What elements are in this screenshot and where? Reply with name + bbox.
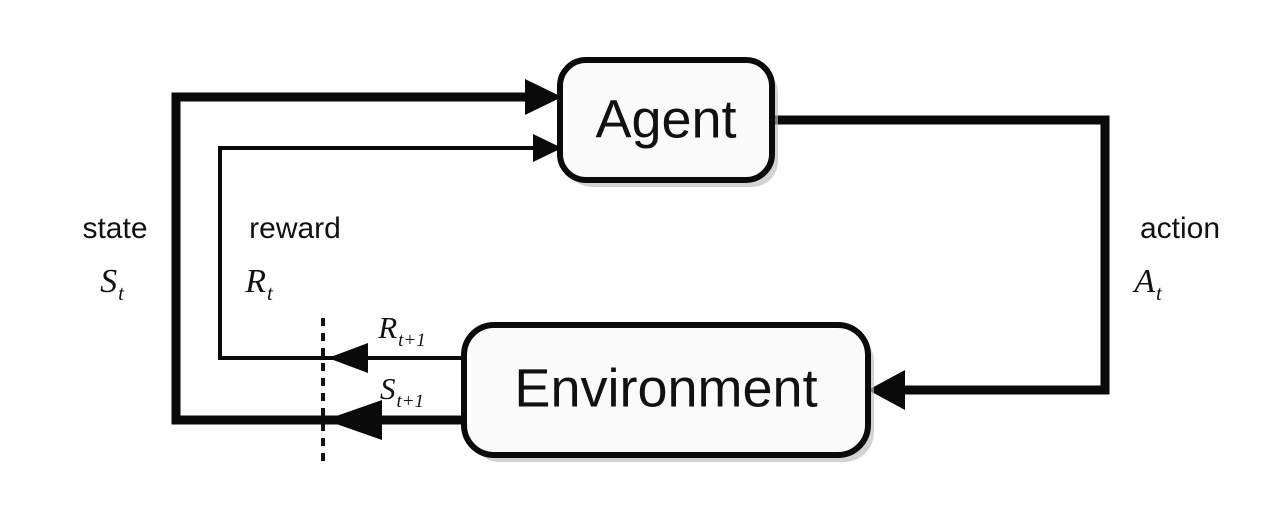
agent-node[interactable]: Agent: [557, 57, 778, 187]
state-label-group: state St: [82, 212, 147, 305]
agent-node-label: Agent: [595, 89, 736, 149]
reward-next-arrowhead: [328, 343, 368, 373]
action-label-group: action At: [1132, 212, 1220, 305]
state-next-label-group: St+1: [380, 371, 424, 412]
reward-symbol-subscript: t: [267, 281, 274, 305]
reward-symbol-label: Rt: [244, 263, 274, 305]
state-symbol-base: S: [100, 263, 117, 300]
reward-next-symbol-base: R: [377, 310, 397, 345]
reward-symbol-base: R: [244, 263, 266, 300]
state-arrowhead-into-agent: [525, 79, 562, 115]
state-next-symbol-subscript: t+1: [396, 391, 424, 412]
reward-next-symbol-label: Rt+1: [377, 310, 426, 351]
environment-node-label: Environment: [514, 358, 817, 418]
action-symbol-subscript: t: [1156, 281, 1163, 305]
state-symbol-subscript: t: [118, 281, 125, 305]
reward-label-group: reward Rt: [244, 212, 341, 305]
reward-next-arrowhead-group: [328, 343, 368, 373]
reward-word-label: reward: [249, 212, 341, 245]
reward-next-label-group: Rt+1: [377, 310, 426, 351]
state-next-arrowhead-group: [325, 400, 382, 440]
action-symbol-label: At: [1132, 263, 1163, 305]
reward-next-symbol-subscript: t+1: [398, 330, 426, 351]
environment-node-box[interactable]: [461, 322, 871, 458]
reward-arrowhead-into-agent: [533, 134, 562, 162]
action-edge-line: [772, 115, 1110, 395]
state-next-arrowhead: [325, 400, 382, 440]
state-edge-path: [171, 79, 562, 425]
state-next-symbol-base: S: [380, 371, 396, 406]
action-symbol-base: A: [1132, 263, 1155, 300]
action-arrowhead-into-environment: [868, 370, 905, 410]
action-word-label: action: [1140, 212, 1220, 245]
action-edge-path: [772, 115, 1110, 410]
environment-node[interactable]: Environment: [461, 322, 874, 462]
agent-node-box[interactable]: [557, 57, 775, 183]
state-next-symbol-label: St+1: [380, 371, 424, 412]
state-symbol-label: St: [100, 263, 125, 305]
state-edge-line: [171, 92, 525, 425]
state-word-label: state: [82, 212, 147, 245]
